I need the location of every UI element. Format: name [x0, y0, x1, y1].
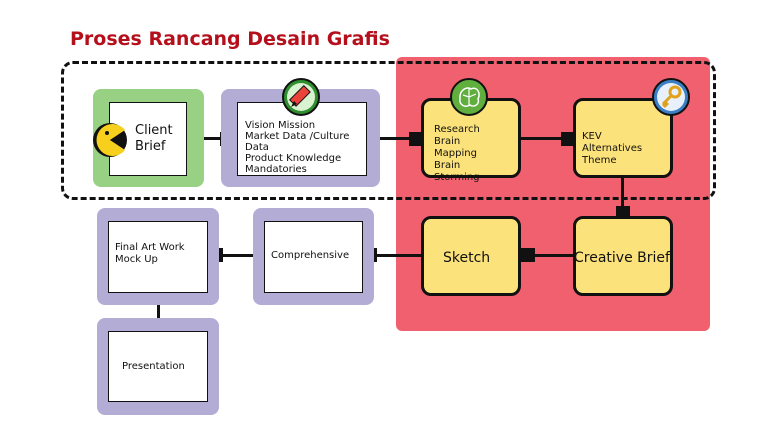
connector-knob [521, 248, 535, 262]
final-art-label: Final Art Work Mock Up [115, 242, 185, 265]
pencil-icon [282, 78, 320, 116]
creative-brief-label: Creative Brief [574, 250, 670, 266]
kev-label: KEV Alternatives Theme [582, 131, 643, 166]
creative-brief-node: Creative Brief [573, 216, 673, 296]
research-label: Research Brain Mapping Brain Storming [434, 124, 480, 183]
diagram-title: Proses Rancang Desain Grafis [70, 28, 390, 50]
presentation-node: Presentation [108, 331, 208, 402]
connector-sketch-comprehensive [364, 254, 422, 257]
sketch-node: Sketch [421, 216, 521, 296]
comprehensive-node: Comprehensive [264, 221, 363, 293]
pacman-icon [93, 123, 127, 157]
connector-knob [409, 132, 423, 146]
key-icon [652, 78, 690, 116]
connector-comprehensive-finalart [208, 254, 266, 257]
brain-icon [450, 78, 488, 116]
connector-knob [561, 132, 575, 146]
final-art-node: Final Art Work Mock Up [108, 221, 208, 293]
research-node: Research Brain Mapping Brain Storming [421, 98, 521, 183]
connector-finalart-presentation [157, 292, 160, 332]
presentation-label: Presentation [122, 361, 185, 372]
vision-label: Vision Mission Market Data /Culture Data… [245, 120, 350, 175]
kev-node: KEV Alternatives Theme [573, 98, 673, 178]
comprehensive-label: Comprehensive [271, 250, 350, 261]
initial-phase-group [61, 61, 716, 200]
connector-research-kev [520, 137, 576, 140]
connector-creative-sketch [520, 254, 576, 257]
connector-client-vision [186, 137, 226, 140]
connector-vision-research [366, 137, 422, 140]
sketch-label: Sketch [443, 250, 491, 266]
client-brief-label: Client Brief [135, 123, 173, 154]
